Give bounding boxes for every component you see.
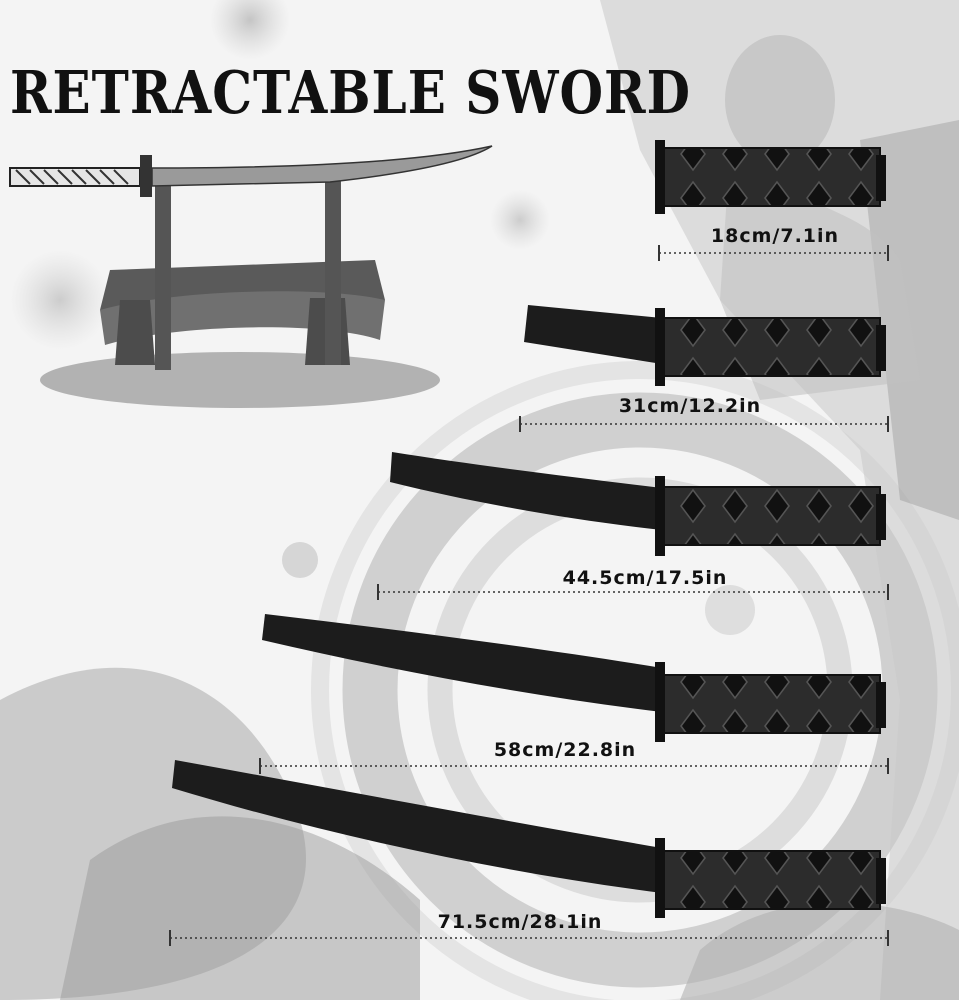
size-label-44-5cm: 44.5cm/17.5in [562, 567, 728, 589]
size-label-18cm: 18cm/7.1in [710, 225, 840, 247]
sword-stand-illustration [9, 145, 493, 408]
size-label-71-5cm: 71.5cm/28.1in [437, 911, 603, 933]
page-title: RETRACTABLE SWORD [10, 57, 691, 128]
size-label-58cm: 58cm/22.8in [493, 739, 637, 761]
size-label-31cm: 31cm/12.2in [618, 395, 762, 417]
